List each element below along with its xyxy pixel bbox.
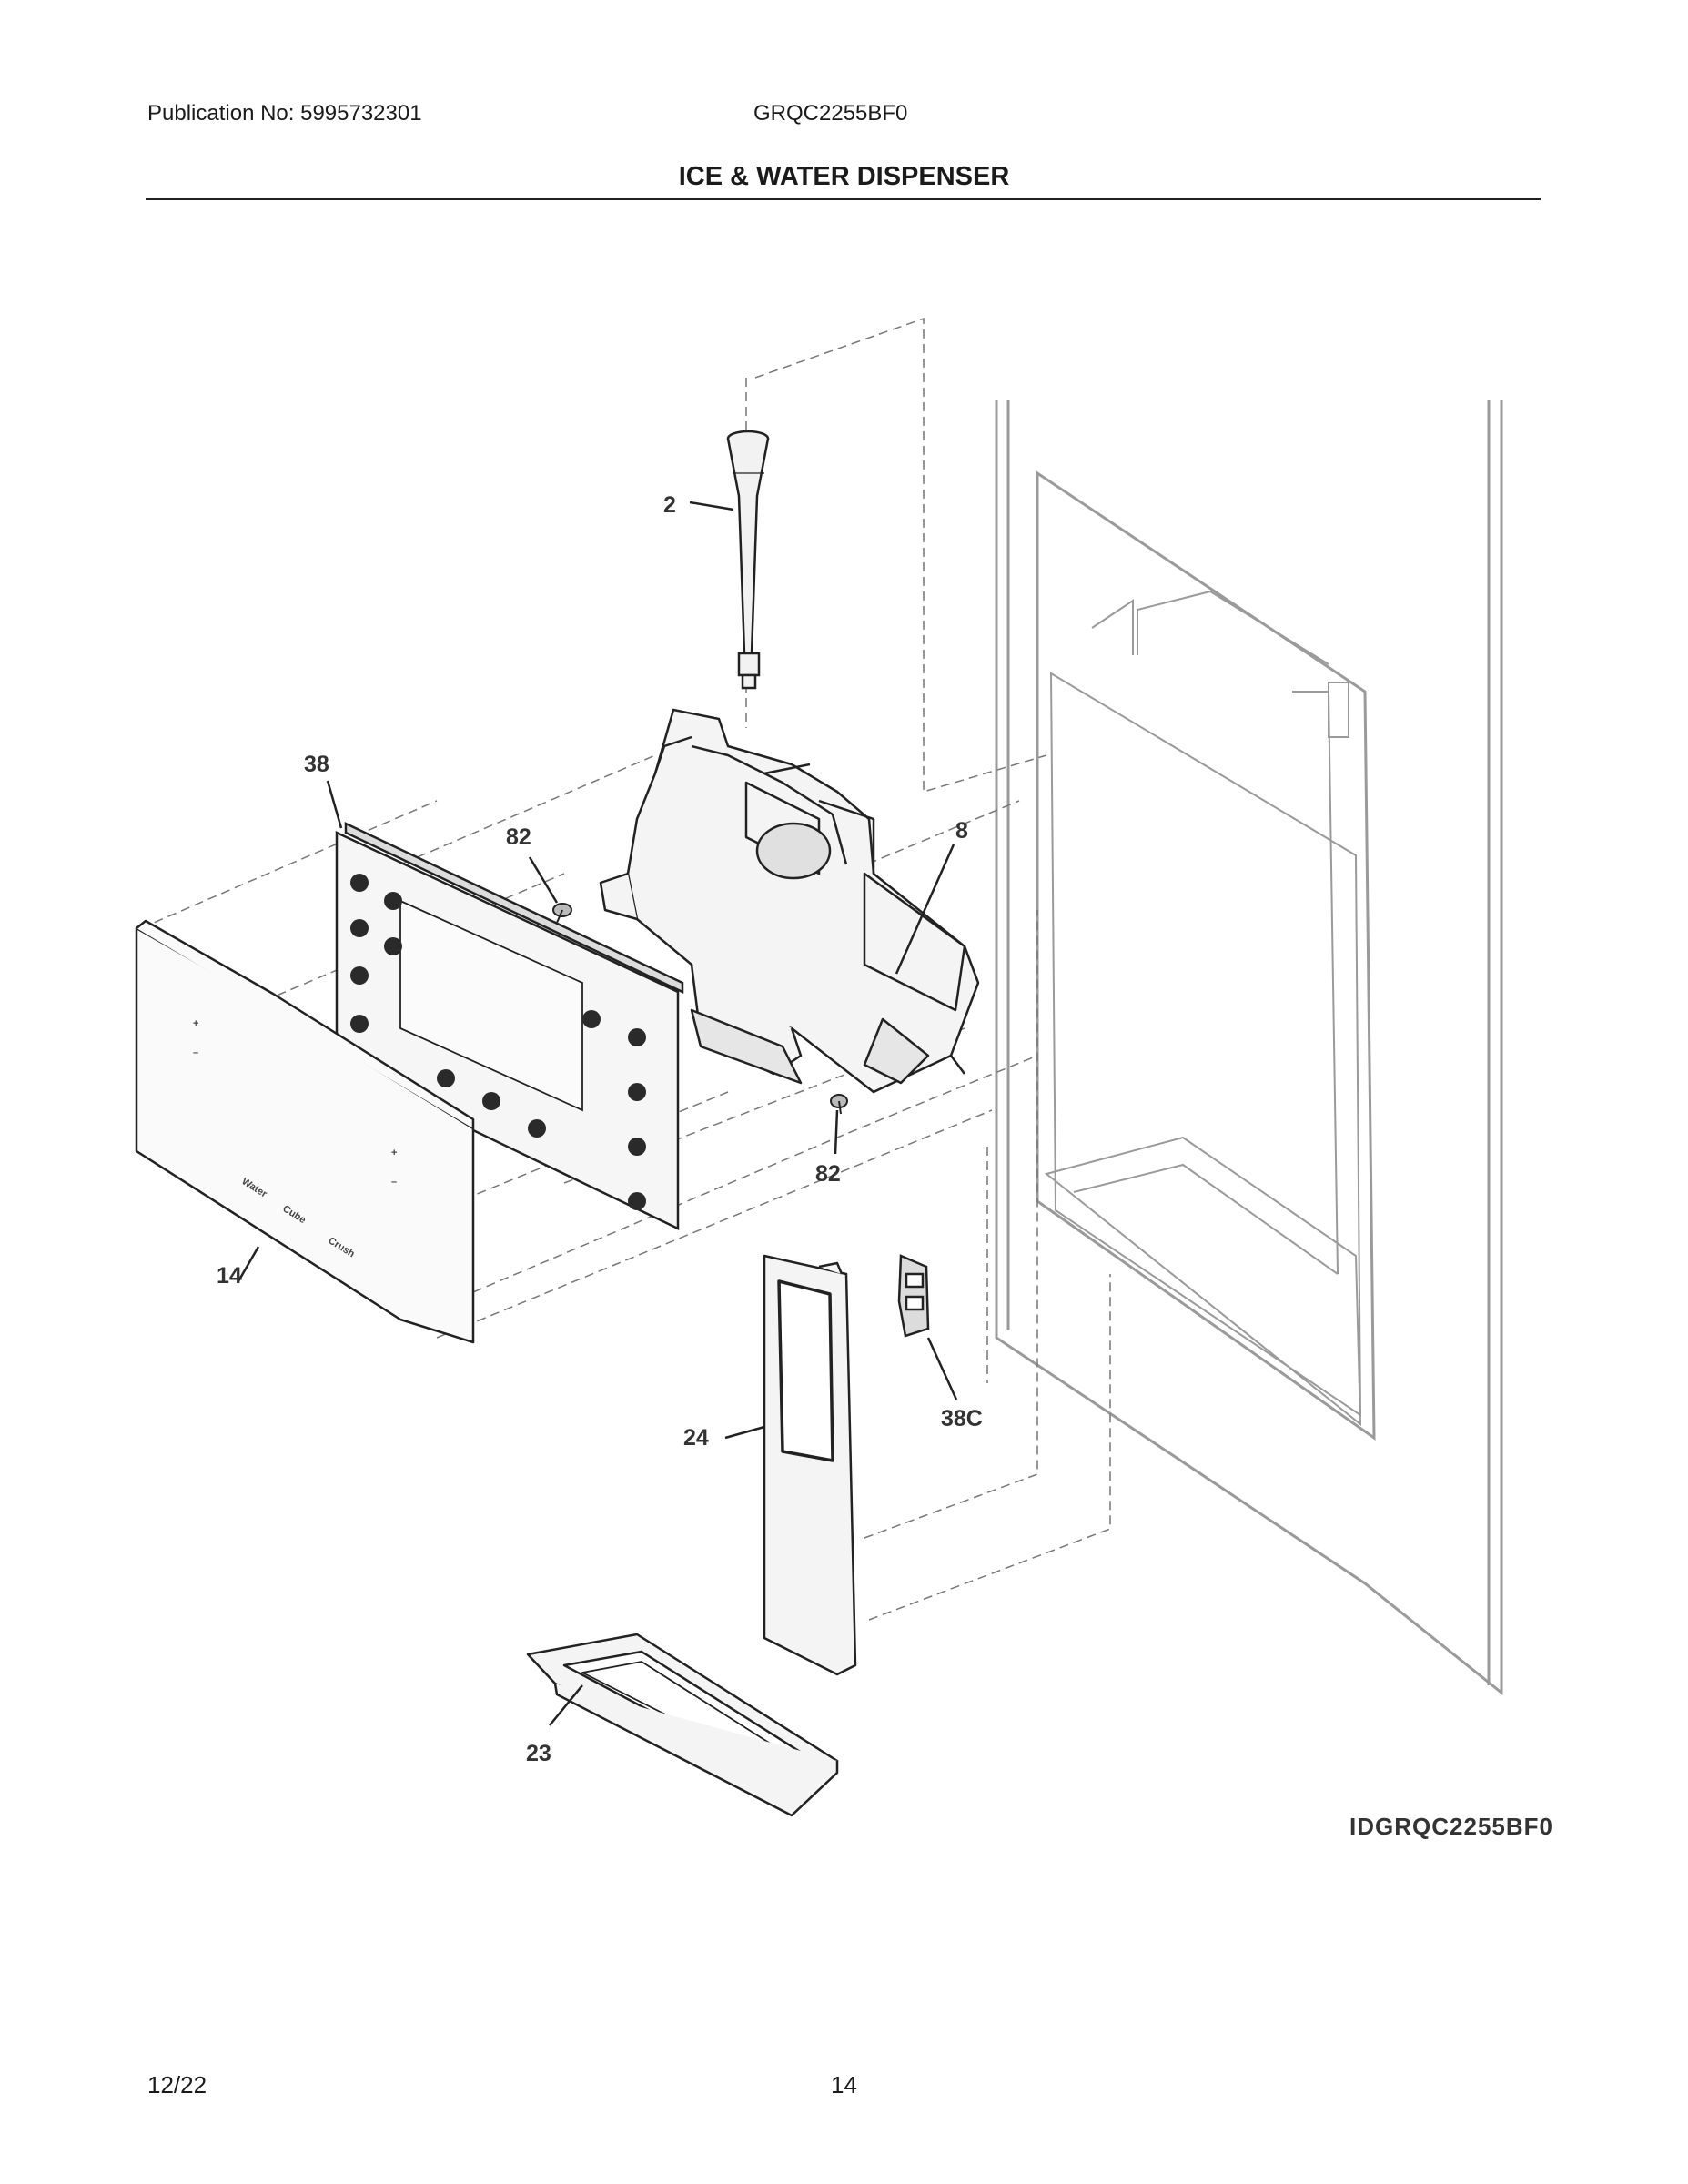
control-board-buttons [350, 874, 646, 1210]
screw-part-lower [830, 1094, 848, 1115]
drip-tray-part [526, 1633, 839, 1817]
callout-23: 23 [526, 1741, 551, 1766]
publication-number: Publication No: 5995732301 [147, 101, 422, 126]
minus-left-label: – [193, 1047, 198, 1058]
minus-right-label: – [391, 1177, 397, 1188]
footer-page-number: 14 [831, 2071, 857, 2098]
callout-82-upper: 82 [506, 824, 531, 850]
callout-38: 38 [304, 752, 329, 777]
leader-lines [237, 500, 958, 1726]
callouts: 2 38 82 8 82 14 24 38C 23 [217, 492, 983, 1766]
callout-38c: 38C [941, 1406, 983, 1431]
footer-date: 12/22 [147, 2071, 207, 2098]
switch-part [897, 1254, 930, 1338]
screw-part-upper [552, 903, 572, 924]
callout-2: 2 [663, 492, 676, 518]
callout-24: 24 [683, 1425, 709, 1451]
door-liner [995, 400, 1503, 1696]
callout-14: 14 [217, 1263, 242, 1289]
dispenser-panel-part [135, 919, 475, 1344]
dispenser-housing-part [599, 708, 980, 1094]
header-rule [146, 198, 1541, 200]
plus-right-label: + [391, 1148, 397, 1158]
callout-8: 8 [955, 818, 968, 844]
callout-82-lower: 82 [815, 1161, 841, 1187]
model-number: GRQC2255BF0 [753, 101, 908, 126]
water-tube-part [726, 430, 770, 690]
diagram-id: IDGRQC2255BF0 [1349, 1813, 1553, 1840]
page-title: ICE & WATER DISPENSER [678, 162, 1010, 191]
control-board-part [335, 822, 684, 1230]
plus-left-label: + [193, 1018, 198, 1029]
trim-strip-part [763, 1254, 857, 1676]
